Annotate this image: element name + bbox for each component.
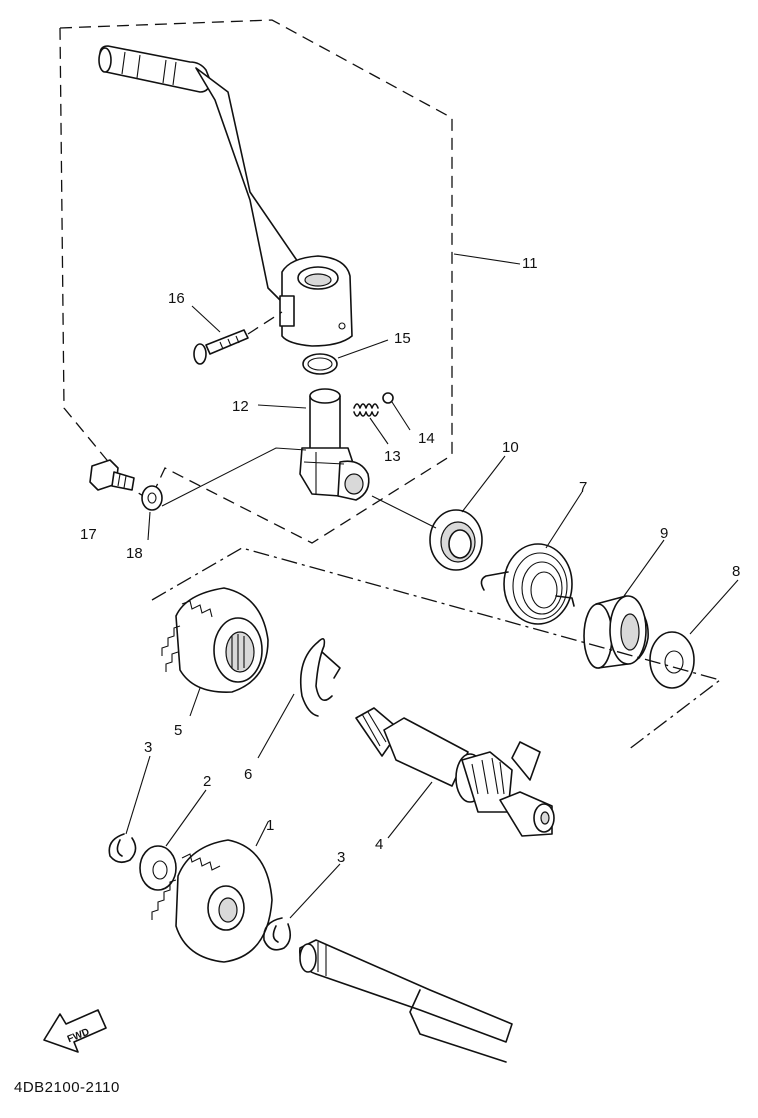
spring-13	[353, 403, 379, 417]
diagram-code: 4DB2100-2110	[14, 1079, 120, 1096]
kick-crank-assembly-boundary	[59, 19, 453, 544]
leader-lines	[125, 253, 739, 919]
main-shaft-phantom	[299, 939, 513, 1063]
label-part-9: 9	[660, 525, 668, 542]
kick-boss-12	[299, 388, 370, 501]
label-part-13: 13	[384, 448, 401, 465]
circlip-3a	[108, 833, 137, 864]
label-part-6: 6	[244, 766, 252, 783]
circlip-6	[299, 638, 341, 717]
label-part-11: 11	[522, 255, 538, 272]
fwd-arrow: FWD	[43, 1009, 107, 1053]
label-part-4: 4	[375, 836, 383, 853]
kick-gear-1	[151, 839, 273, 963]
ratchet-gear-5	[161, 587, 269, 693]
bolt-16	[193, 311, 283, 365]
o-ring-15	[302, 353, 338, 375]
label-part-12: 12	[232, 398, 249, 415]
bolt-17	[89, 459, 135, 491]
ball-14	[382, 392, 394, 404]
collar-9	[583, 595, 649, 669]
label-part-3b: 3	[337, 849, 345, 866]
oil-seal-10	[429, 509, 483, 571]
part-labels: 11 16 15 12 14 13 10 7 17 18 9 8 5 3 6 2…	[80, 255, 740, 866]
label-part-1: 1	[266, 817, 274, 834]
kick-crank-lever	[98, 45, 353, 347]
label-part-18: 18	[126, 545, 143, 562]
kick-shaft-4	[355, 707, 555, 837]
label-part-17: 17	[80, 526, 97, 543]
washer-18	[141, 485, 163, 511]
label-part-10: 10	[502, 439, 519, 456]
shaft-center-line	[151, 547, 722, 751]
label-part-14: 14	[418, 430, 435, 447]
label-part-7: 7	[579, 479, 587, 496]
label-part-2: 2	[203, 773, 211, 790]
label-part-16: 16	[168, 290, 185, 307]
label-part-8: 8	[732, 563, 740, 580]
label-part-3a: 3	[144, 739, 152, 756]
washer-2	[139, 845, 177, 891]
washer-8	[649, 631, 695, 689]
label-part-5: 5	[174, 722, 182, 739]
label-part-15: 15	[394, 330, 411, 347]
kick-spring-7	[480, 543, 575, 625]
circlip-3b	[263, 917, 292, 951]
